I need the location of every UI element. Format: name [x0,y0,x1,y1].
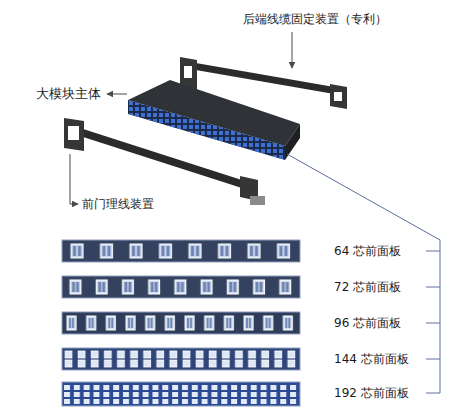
front-bracket-hole [68,126,79,140]
part-label: 后端线缆固定装置（专利） [243,12,387,26]
front-bracket-bar [80,128,248,190]
front-panel-192 [62,382,300,406]
panel-ports [62,312,300,334]
module-body [128,80,300,160]
panel-label: 192 芯前面板 [334,386,409,400]
panel-label: 72 芯前面板 [334,280,401,294]
panel-label: 64 芯前面板 [334,244,401,258]
part-label: 前门理线装置 [82,197,154,211]
fanout-branch [426,251,440,393]
front-panel-144 [62,348,300,370]
front-panel-64 [62,240,300,262]
front-bracket-tab [250,196,265,205]
part-label: 大模块主体 [36,86,101,102]
front-panel-72 [62,276,300,298]
leader-arrow [70,154,78,204]
front-panel-96 [62,312,300,334]
panel-ports [62,382,300,406]
panel-label: 144 芯前面板 [334,352,409,366]
leader-arrow [107,94,127,95]
rear-bracket-bar [190,62,340,95]
panel-ports [62,240,300,262]
leader-arrow [292,32,293,68]
front-bracket-left-plate [64,118,84,151]
panel-ports [62,276,300,298]
rear-bracket-hole [334,92,342,101]
panel-label: 96 芯前面板 [334,316,401,330]
front-panel-set [62,240,300,406]
rear-bracket-hole [184,66,192,78]
fanout-leader [287,154,440,393]
rear-bracket-right-plate [330,84,347,109]
front-bracket [64,118,265,205]
panel-ports [62,348,300,370]
